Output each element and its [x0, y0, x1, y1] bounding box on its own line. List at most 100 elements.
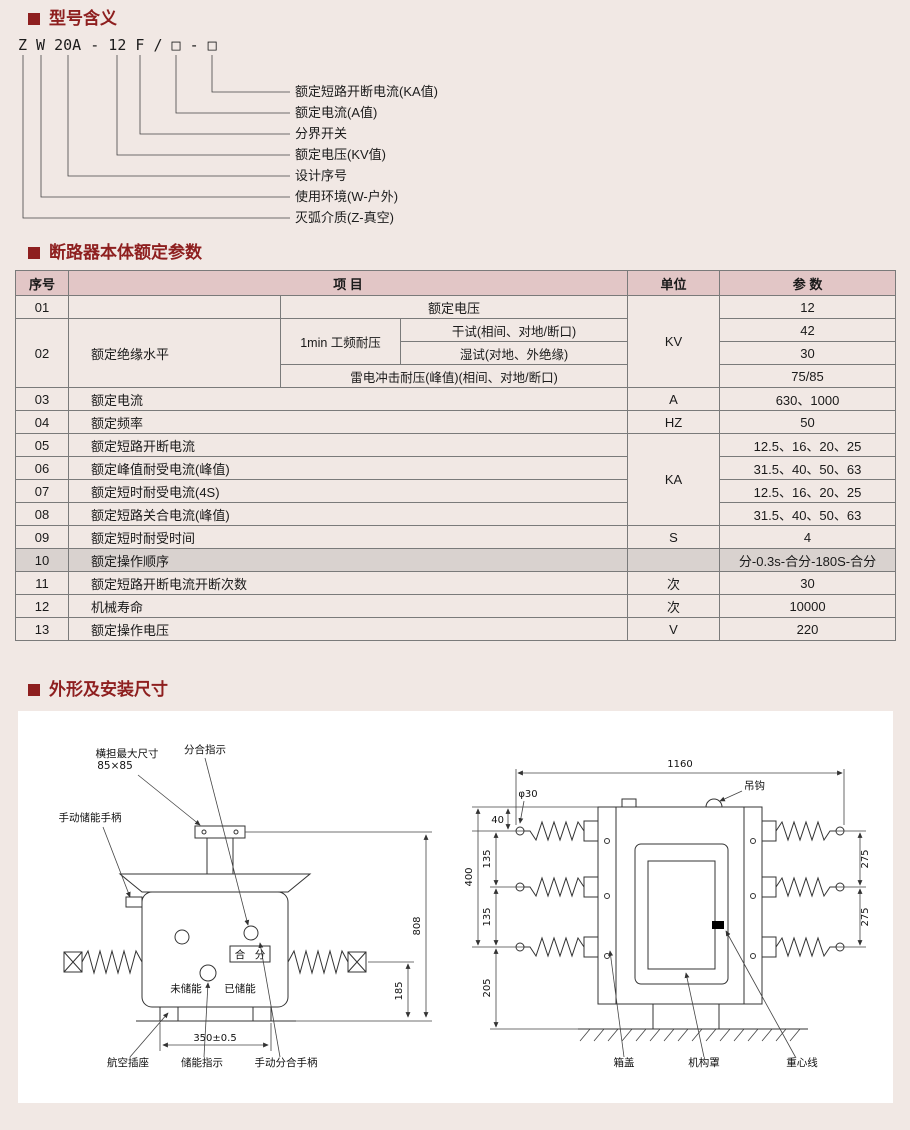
indicator-circle: [174, 929, 190, 945]
lifting-hook-label: 吊钩: [744, 780, 765, 792]
leader-line: [608, 950, 625, 1058]
arm-stub: [583, 820, 599, 842]
breaker-body: [141, 891, 289, 1008]
section-title-rated-params: 断路器本体额定参数: [28, 242, 910, 264]
cell-r06-no: 06: [15, 456, 69, 480]
model-label-environment: 使用环境(W-户外): [295, 189, 399, 204]
bolt: [750, 953, 756, 959]
dim-135-lower-label: 135: [482, 907, 493, 926]
ground-hatch: [579, 1028, 801, 1042]
table-header-row: 序号 项 目 单位 参 数: [15, 270, 897, 296]
connector-line: [22, 55, 290, 219]
model-code-diagram: Z W 20A - 12 F / □ - □ 额定短路开断电流(KA值) 额定电…: [0, 34, 910, 234]
right-terminal-plate: [347, 951, 367, 973]
cell-r13-item: 额定操作电压: [67, 617, 629, 641]
arm-stub: [761, 936, 777, 958]
front-view-drawing: 合 分 未储能 已储能 808 185 350±0.5 横担最大尺寸 85×85…: [59, 743, 432, 1069]
cell-r08-item: 额定短路关合电流(峰值): [67, 502, 629, 526]
center-of-gravity-marker: [712, 921, 724, 929]
cell-r03-param: 630、1000: [719, 387, 897, 411]
dimension-drawings: 合 分 未储能 已储能 808 185 350±0.5 横担最大尺寸 85×85…: [59, 743, 872, 1069]
section-title-text: 外形及安装尺寸: [49, 680, 168, 699]
leader-line: [203, 982, 211, 1058]
left-insulator: [524, 936, 585, 958]
cell-r12-no: 12: [15, 594, 69, 618]
mechanism-door: [647, 860, 716, 970]
top-flange: [118, 873, 312, 893]
connector-line: [175, 55, 290, 114]
connector-line: [116, 55, 290, 156]
cell-r12-param: 10000: [719, 594, 897, 618]
cell-r05-no: 05: [15, 433, 69, 457]
leader-line: [258, 942, 281, 1058]
leader-line: [137, 774, 201, 826]
right-terminal-cross: [347, 951, 367, 973]
table-row: 09 额定短时耐受时间 S 4: [15, 525, 897, 549]
not-charged-label: 未储能: [170, 982, 202, 995]
connector-line: [67, 55, 290, 177]
cell-unit-ka: KA: [627, 433, 721, 526]
cell-r02-wet: 湿试(对地、外绝缘): [399, 341, 629, 365]
cell-r13-no: 13: [15, 617, 69, 641]
cell-r02-freq-withstand: 1min 工频耐压: [280, 318, 401, 365]
charged-label: 已储能: [224, 982, 256, 995]
dim-135-upper-label: 135: [482, 849, 493, 868]
cell-r07-param: 12.5、16、20、25: [719, 479, 897, 503]
leader-line: [518, 800, 525, 824]
lifting-hook: [705, 798, 723, 808]
dim-275-upper-label: 275: [860, 849, 871, 868]
table-row: 05 额定短路开断电流 KA 12.5、16、20、25: [15, 433, 897, 526]
manual-charge-handle-label: 手动储能手柄: [59, 811, 122, 824]
tank-body: [597, 806, 763, 1005]
extension-lines: [472, 806, 598, 1030]
mounting-post: [206, 837, 234, 875]
cell-r04-item: 额定频率: [67, 410, 629, 434]
model-connector-lines: [22, 55, 290, 219]
cell-r08-no: 08: [15, 502, 69, 526]
cell-r10-item: 额定操作顺序: [67, 548, 629, 572]
center-of-gravity-label: 重心线: [786, 1056, 818, 1069]
section-bullet-icon: [28, 247, 40, 259]
side-view-drawing: 1160 吊钩 φ30 40 135 135 400 205 275 275 箱…: [464, 759, 871, 1069]
dim-400-label: 400: [464, 867, 475, 886]
model-label-design-serial: 设计序号: [295, 168, 348, 183]
table-row: 02 额定绝缘水平 1min 工频耐压 干试(相间、对地/断口) 42: [15, 318, 897, 388]
mechanism-cover-label: 机构罩: [688, 1056, 720, 1069]
table-row-highlighted: 10 额定操作顺序 分-0.3s-合分-180S-合分: [15, 548, 897, 572]
manual-switch-handle-label: 手动分合手柄: [255, 1056, 318, 1069]
cell-r05-param: 12.5、16、20、25: [719, 433, 897, 457]
close-char-label: 合: [235, 948, 246, 961]
section-title-dimensions: 外形及安装尺寸: [28, 679, 910, 701]
dim-205-label: 205: [482, 978, 493, 997]
dim-350-label: 350±0.5: [193, 1033, 236, 1044]
mechanism-cover-panel: [634, 843, 729, 985]
cell-r11-unit: 次: [627, 571, 721, 595]
charge-handle: [125, 896, 143, 908]
cell-r04-no: 04: [15, 410, 69, 434]
bolt: [750, 838, 756, 844]
cell-r03-item: 额定电流: [67, 387, 629, 411]
dim-phi30-label: φ30: [518, 789, 537, 800]
open-close-indicator-label: 分合指示: [184, 743, 226, 756]
left-bushing: [81, 949, 143, 975]
arm-stub: [583, 936, 599, 958]
dim-40-label: 40: [491, 815, 504, 826]
leader-line: [725, 930, 797, 1059]
cell-r03-no: 03: [15, 387, 69, 411]
leader-line: [102, 826, 131, 898]
cell-r04-unit: HZ: [627, 410, 721, 434]
cell-r09-item: 额定短时耐受时间: [67, 525, 629, 549]
model-label-rated-current: 额定电流(A值): [295, 105, 378, 120]
extension-lines: [515, 769, 845, 825]
cell-r05-item: 额定短路开断电流: [67, 433, 629, 457]
table-row: 07 额定短时耐受电流(4S) 12.5、16、20、25: [15, 479, 897, 503]
leader-line: [129, 1012, 169, 1058]
table-row: 11 额定短路开断电流开断次数 次 30: [15, 571, 897, 595]
cell-r02-no: 02: [15, 318, 69, 388]
cell-r11-param: 30: [719, 571, 897, 595]
cell-r10-unit: [627, 548, 721, 572]
dim-275-lower-label: 275: [860, 907, 871, 926]
leader-line: [204, 757, 250, 926]
left-terminal-cross: [63, 951, 83, 973]
cell-r10-param: 分-0.3s-合分-180S-合分: [719, 548, 897, 572]
